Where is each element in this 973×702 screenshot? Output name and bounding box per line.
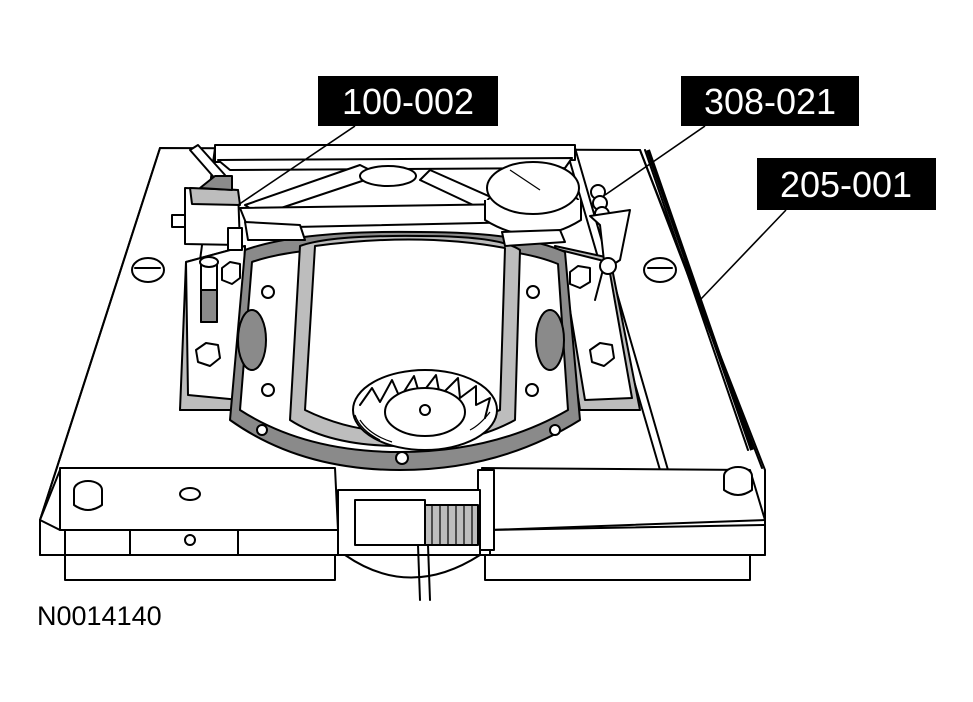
gear — [352, 369, 498, 451]
leader-lines — [237, 125, 787, 301]
figure-id: N0014140 — [37, 601, 162, 631]
callout-100-002: 100-002 — [318, 76, 498, 126]
callout-308-021: 308-021 — [681, 76, 859, 126]
center-drive — [337, 489, 481, 601]
bolts — [131, 256, 677, 367]
leader-205-001 — [699, 209, 787, 301]
leader-100-002 — [237, 125, 356, 206]
dial-indicator — [484, 161, 631, 301]
leader-308-021 — [604, 125, 706, 196]
clamp-plates — [39, 466, 766, 581]
callout-label-308-021: 308-021 — [704, 81, 836, 122]
callout-label-100-002: 100-002 — [342, 81, 474, 122]
callout-label-205-001: 205-001 — [780, 164, 912, 205]
callout-205-001: 205-001 — [757, 158, 936, 210]
